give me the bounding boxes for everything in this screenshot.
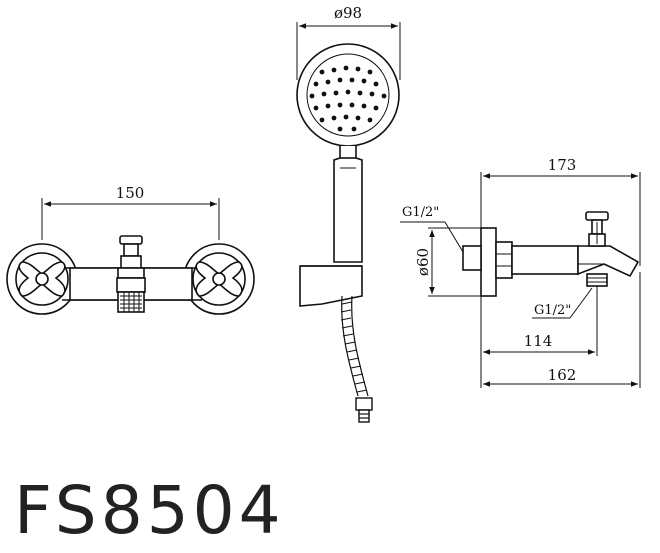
- shower-handle: [333, 146, 363, 263]
- mixer-body-side: [511, 245, 579, 275]
- diverter-knob: [119, 235, 143, 269]
- body-hex-nut: [495, 241, 513, 279]
- length-dimension-label: 173: [548, 156, 577, 174]
- body-diameter-label: ø60: [414, 248, 432, 276]
- spout: [577, 245, 640, 278]
- wall-escutcheon: [480, 227, 497, 297]
- model-number: FS8504: [14, 472, 285, 549]
- inlet-thread-label: G1/2": [402, 205, 439, 220]
- spout-length-label: 162: [548, 366, 577, 384]
- side-view: [400, 172, 641, 388]
- shower-hose: [340, 295, 373, 423]
- outlet-distance-label: 114: [524, 332, 553, 350]
- handshower-view: [296, 22, 401, 423]
- width-dimension-label: 150: [116, 184, 145, 202]
- front-view: [6, 198, 255, 315]
- hose-nut: [355, 397, 373, 411]
- outlet-side: [586, 273, 608, 287]
- diameter-dimension-label: ø98: [334, 4, 362, 22]
- wall-holder: [299, 265, 363, 307]
- shower-nozzles: [309, 65, 387, 132]
- outlet-thread-label: G1/2": [534, 303, 571, 318]
- outlet-aerator: [116, 267, 146, 313]
- right-cross-handle: [195, 261, 243, 297]
- outlet-leader: [569, 287, 593, 319]
- diverter-side: [585, 211, 609, 247]
- left-cross-handle: [18, 261, 66, 297]
- inlet-leader: [444, 221, 464, 253]
